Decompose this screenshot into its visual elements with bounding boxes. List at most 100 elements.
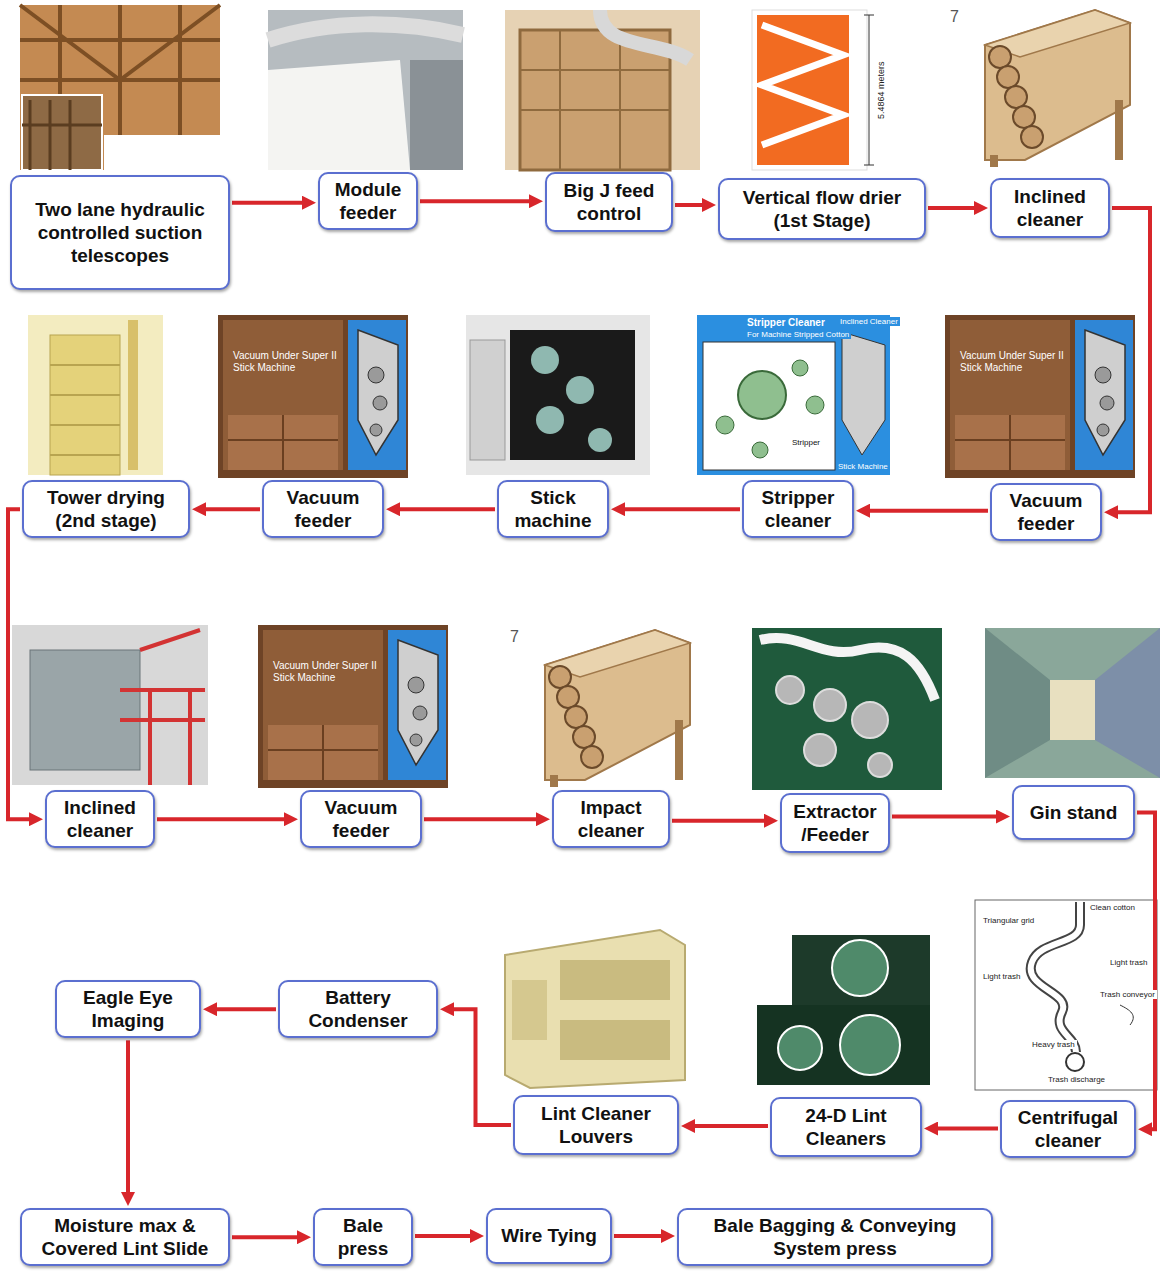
louver-lint-cleaner-photo-part [497, 925, 690, 1090]
inclined-cleaner-photo-part [12, 625, 208, 785]
flow-arrow [157, 817, 284, 821]
gin-building-photo-part [22, 100, 102, 170]
lint-cleaner-photo-part [840, 1015, 900, 1075]
process-box: Big J feed control [545, 172, 673, 232]
gin-stand-photo-part [1050, 680, 1095, 740]
feed-control-photo-part [600, 10, 690, 60]
step-label: Battery Condenser [288, 986, 428, 1032]
step-label: Impact cleaner [562, 796, 660, 842]
step-label: Vacuum feeder [1000, 489, 1092, 535]
flow-arrow [1137, 813, 1155, 1130]
extractor-feeder-drawing-part [804, 734, 836, 766]
gin-building-photo-part [20, 5, 220, 170]
photo-caption: Stick Machine [836, 462, 890, 471]
louver-lint-cleaner-photo [497, 925, 690, 1090]
step-label: Lint Cleaner Louvers [523, 1102, 669, 1148]
step-label: Moisture max & Covered Lint Slide [30, 1214, 220, 1260]
gin-stand-photo-part [985, 628, 1050, 778]
process-box: Stick machine [497, 480, 609, 538]
step-label: Tower drying (2nd stage) [32, 486, 180, 532]
photo-caption: 7 [948, 8, 961, 26]
step-label: Eagle Eye Imaging [65, 986, 191, 1032]
photo-caption: Light trash [981, 972, 1022, 981]
lint-cleaner-photo [757, 935, 930, 1085]
drying-tower-photo-part [128, 320, 138, 470]
process-box: 24-D Lint Cleaners [770, 1097, 922, 1157]
process-box: Module feeder [318, 172, 418, 230]
flow-arrow [454, 1009, 511, 1125]
module-feeder-photo-part [410, 60, 463, 170]
extractor-feeder-drawing-part [852, 702, 888, 738]
process-box: Bale Bagging & Conveying System press [677, 1208, 993, 1266]
photo-caption: Trash conveyor [1098, 990, 1157, 999]
gin-stand-photo [985, 628, 1160, 778]
vertical-drier-drawing-part [864, 15, 874, 165]
module-feeder-photo-part [268, 24, 463, 40]
feed-control-photo [505, 10, 700, 170]
flow-arrow [870, 509, 988, 513]
gin-building-photo-part [20, 5, 220, 170]
louver-lint-cleaner-photo-part [505, 930, 685, 1088]
photo-caption: Light trash [1108, 958, 1149, 967]
drying-tower-photo-part [50, 335, 120, 475]
inclined-cleaner-photo [985, 10, 1130, 167]
flow-arrow [614, 1234, 661, 1238]
process-box: Bale press [313, 1208, 413, 1266]
centrifugal-cleaner-drawing-part [1066, 1053, 1084, 1071]
flow-arrow [892, 815, 996, 819]
process-box: Extractor /Feeder [780, 793, 890, 853]
stick-machine-photo [466, 315, 650, 475]
gin-building-photo-part [22, 95, 102, 170]
extractor-feeder-drawing-part [814, 689, 846, 721]
vertical-drier-drawing-part [757, 15, 849, 165]
centrifugal-cleaner-drawing [975, 900, 1157, 1090]
inclined-cleaner-photo [12, 625, 208, 785]
extractor-feeder-drawing-part [776, 676, 804, 704]
extractor-feeder-drawing-part [752, 628, 942, 790]
step-label: Two lane hydraulic controlled suction te… [20, 198, 220, 268]
lint-cleaner-photo-part [757, 1005, 930, 1085]
lint-cleaner-photo-part [792, 935, 930, 1005]
stick-machine-photo-part [466, 315, 650, 475]
vertical-drier-drawing-part [762, 25, 843, 145]
step-label: Inclined cleaner [1000, 185, 1100, 231]
stick-machine-photo-part [566, 376, 594, 404]
process-box: Moisture max & Covered Lint Slide [20, 1208, 230, 1266]
stripper-cleaner-drawing-part [716, 416, 734, 434]
flow-arrow [206, 507, 260, 511]
photo-caption: Inclined Cleaner [838, 317, 900, 326]
stripper-cleaner-drawing [697, 315, 890, 475]
step-label: Stripper cleaner [752, 486, 844, 532]
flow-arrow [400, 507, 495, 511]
stripper-cleaner-drawing-part [703, 342, 835, 470]
step-label: Bale press [323, 1214, 403, 1260]
photo-caption: Vacuum Under Super II Stick Machine [958, 350, 1067, 373]
photo-caption: Triangular grid [981, 916, 1036, 925]
centrifugal-cleaner-drawing-part [1031, 902, 1080, 1052]
stripper-cleaner-drawing-part [806, 396, 824, 414]
drying-tower-photo-part [28, 315, 163, 475]
impact-cleaner-drawing [545, 630, 690, 787]
step-label: Module feeder [328, 178, 408, 224]
flow-arrow [232, 1235, 297, 1239]
step-label: Gin stand [1030, 801, 1118, 824]
process-box: Wire Tying [486, 1208, 612, 1264]
module-feeder-photo-part [268, 10, 463, 170]
process-box: Gin stand [1012, 785, 1135, 840]
flow-arrow [232, 201, 302, 205]
photo-caption: Vacuum Under Super II Stick Machine [231, 350, 340, 373]
lint-cleaner-photo-part [778, 1026, 822, 1070]
photo-caption: For Machine Stripped Cotton [745, 330, 851, 339]
process-box: Lint Cleaner Louvers [513, 1095, 679, 1155]
vacuum-feeder-photo [218, 315, 408, 478]
process-box: Impact cleaner [552, 790, 670, 848]
step-label: 24-D Lint Cleaners [780, 1104, 912, 1150]
process-box: Tower drying (2nd stage) [22, 480, 190, 538]
louver-lint-cleaner-photo-part [560, 960, 670, 1000]
vertical-drier-drawing [752, 10, 874, 170]
step-label: Vacuum feeder [310, 796, 412, 842]
stripper-cleaner-drawing-part [792, 360, 808, 376]
flow-arrow [695, 1124, 768, 1128]
step-label: Vacuum feeder [272, 486, 374, 532]
flow-arrow [1112, 208, 1150, 512]
